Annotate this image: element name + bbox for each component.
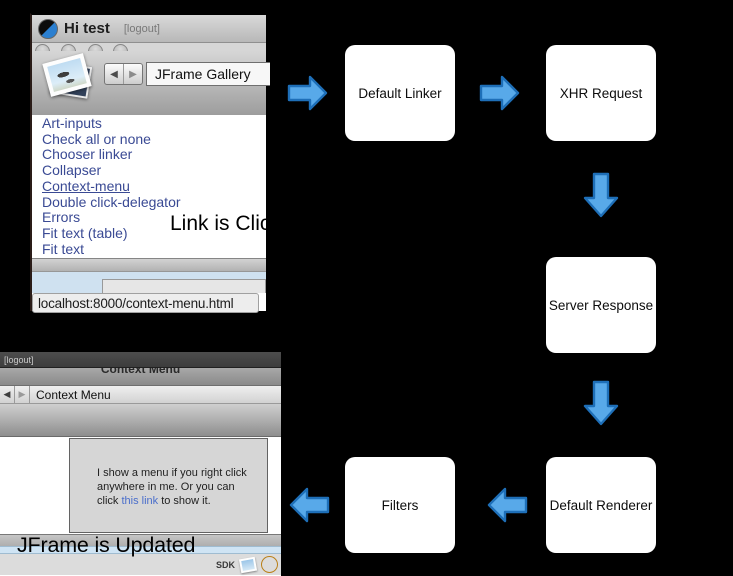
status-strip <box>0 546 281 554</box>
link-art-inputs[interactable]: Art-inputs <box>42 115 102 131</box>
logout-bar: [logout] <box>0 352 281 368</box>
status-url-tooltip: localhost:8000/context-menu.html <box>32 293 259 313</box>
link-check-all-or-none[interactable]: Check all or none <box>42 130 151 147</box>
back-button[interactable]: ◀ <box>0 386 15 403</box>
title-bar: Hi test [logout] <box>32 15 266 43</box>
browser-window-top: Hi test [logout] ◀ ▶ JFrame Gallery Ar <box>30 13 270 313</box>
link-context-menu[interactable]: Context-menu <box>42 177 130 194</box>
toolbar-gradient <box>0 404 281 437</box>
app-logo-icon <box>38 18 58 39</box>
toolbar-circle-icon <box>35 44 50 51</box>
back-button[interactable]: ◀ <box>105 64 124 84</box>
page-content: I show a menu if you right click anywher… <box>0 437 281 534</box>
window-title: Hi test <box>64 20 110 37</box>
link-double-click-delegator[interactable]: Double click-delegator <box>42 193 181 210</box>
nav-bar: ◀ ▶ Context Menu <box>0 386 281 404</box>
status-tab <box>102 279 266 293</box>
annotation-jframe-updated: JFrame is Updated <box>17 533 196 557</box>
arrow-right-icon <box>479 75 520 111</box>
forward-button[interactable]: ▶ <box>15 386 30 403</box>
browser-window-bottom: [logout] Context Menu ◀ ▶ Context Menu I… <box>0 350 281 576</box>
annotation-link-is-clicked: Link is Click <box>170 212 266 235</box>
gallery-photo-icon <box>38 52 98 110</box>
logout-link[interactable]: [logout] <box>123 22 160 35</box>
status-bar: SDK <box>0 554 281 575</box>
logout-link[interactable]: [logout] <box>4 354 34 365</box>
scrollbar-divider <box>32 258 266 272</box>
gallery-photo-icon <box>240 558 256 572</box>
link-chooser-linker[interactable]: Chooser linker <box>42 146 133 163</box>
nav-title: Context Menu <box>36 387 111 402</box>
toolbar-circle-icon <box>61 44 76 51</box>
this-link[interactable]: this link <box>121 495 159 507</box>
gallery-select-field[interactable]: JFrame Gallery <box>146 62 270 86</box>
status-strip <box>32 272 266 293</box>
arrow-left-icon <box>487 487 528 523</box>
flow-box-xhr-request: XHR Request <box>546 45 656 141</box>
context-menu-demo-box[interactable]: I show a menu if you right click anywher… <box>69 438 268 533</box>
flow-box-filters: Filters <box>345 457 455 553</box>
arrow-down-icon <box>583 172 619 218</box>
flow-box-server-response: Server Response <box>546 257 656 353</box>
forward-button[interactable]: ▶ <box>129 68 137 80</box>
clipped-window-title: Context Menu <box>100 368 181 376</box>
swirl-logo-icon <box>261 556 278 573</box>
arrow-left-icon <box>289 487 330 523</box>
link-fit-text-table[interactable]: Fit text (table) <box>42 224 128 241</box>
flow-box-default-linker: Default Linker <box>345 45 455 141</box>
divider-bar <box>0 534 281 546</box>
link-errors[interactable]: Errors <box>42 209 81 226</box>
toolbar-buttons-row <box>32 43 266 51</box>
demo-text: I show a menu if you right click anywher… <box>97 467 247 507</box>
flow-box-default-renderer: Default Renderer <box>546 457 656 553</box>
toolbar-circle-icon <box>88 44 103 51</box>
page-content: Art-inputs Check all or none Chooser lin… <box>32 115 266 258</box>
arrow-down-icon <box>583 380 619 426</box>
arrow-right-icon <box>287 75 328 111</box>
link-collapser[interactable]: Collapser <box>42 162 102 179</box>
clipped-title-bar: Context Menu <box>0 368 281 386</box>
sdk-label: SDK <box>215 559 235 570</box>
toolbar-circle-icon <box>113 44 128 51</box>
browser-toolbar: ◀ ▶ JFrame Gallery <box>32 51 270 115</box>
link-fit-text[interactable]: Fit text <box>42 240 85 257</box>
